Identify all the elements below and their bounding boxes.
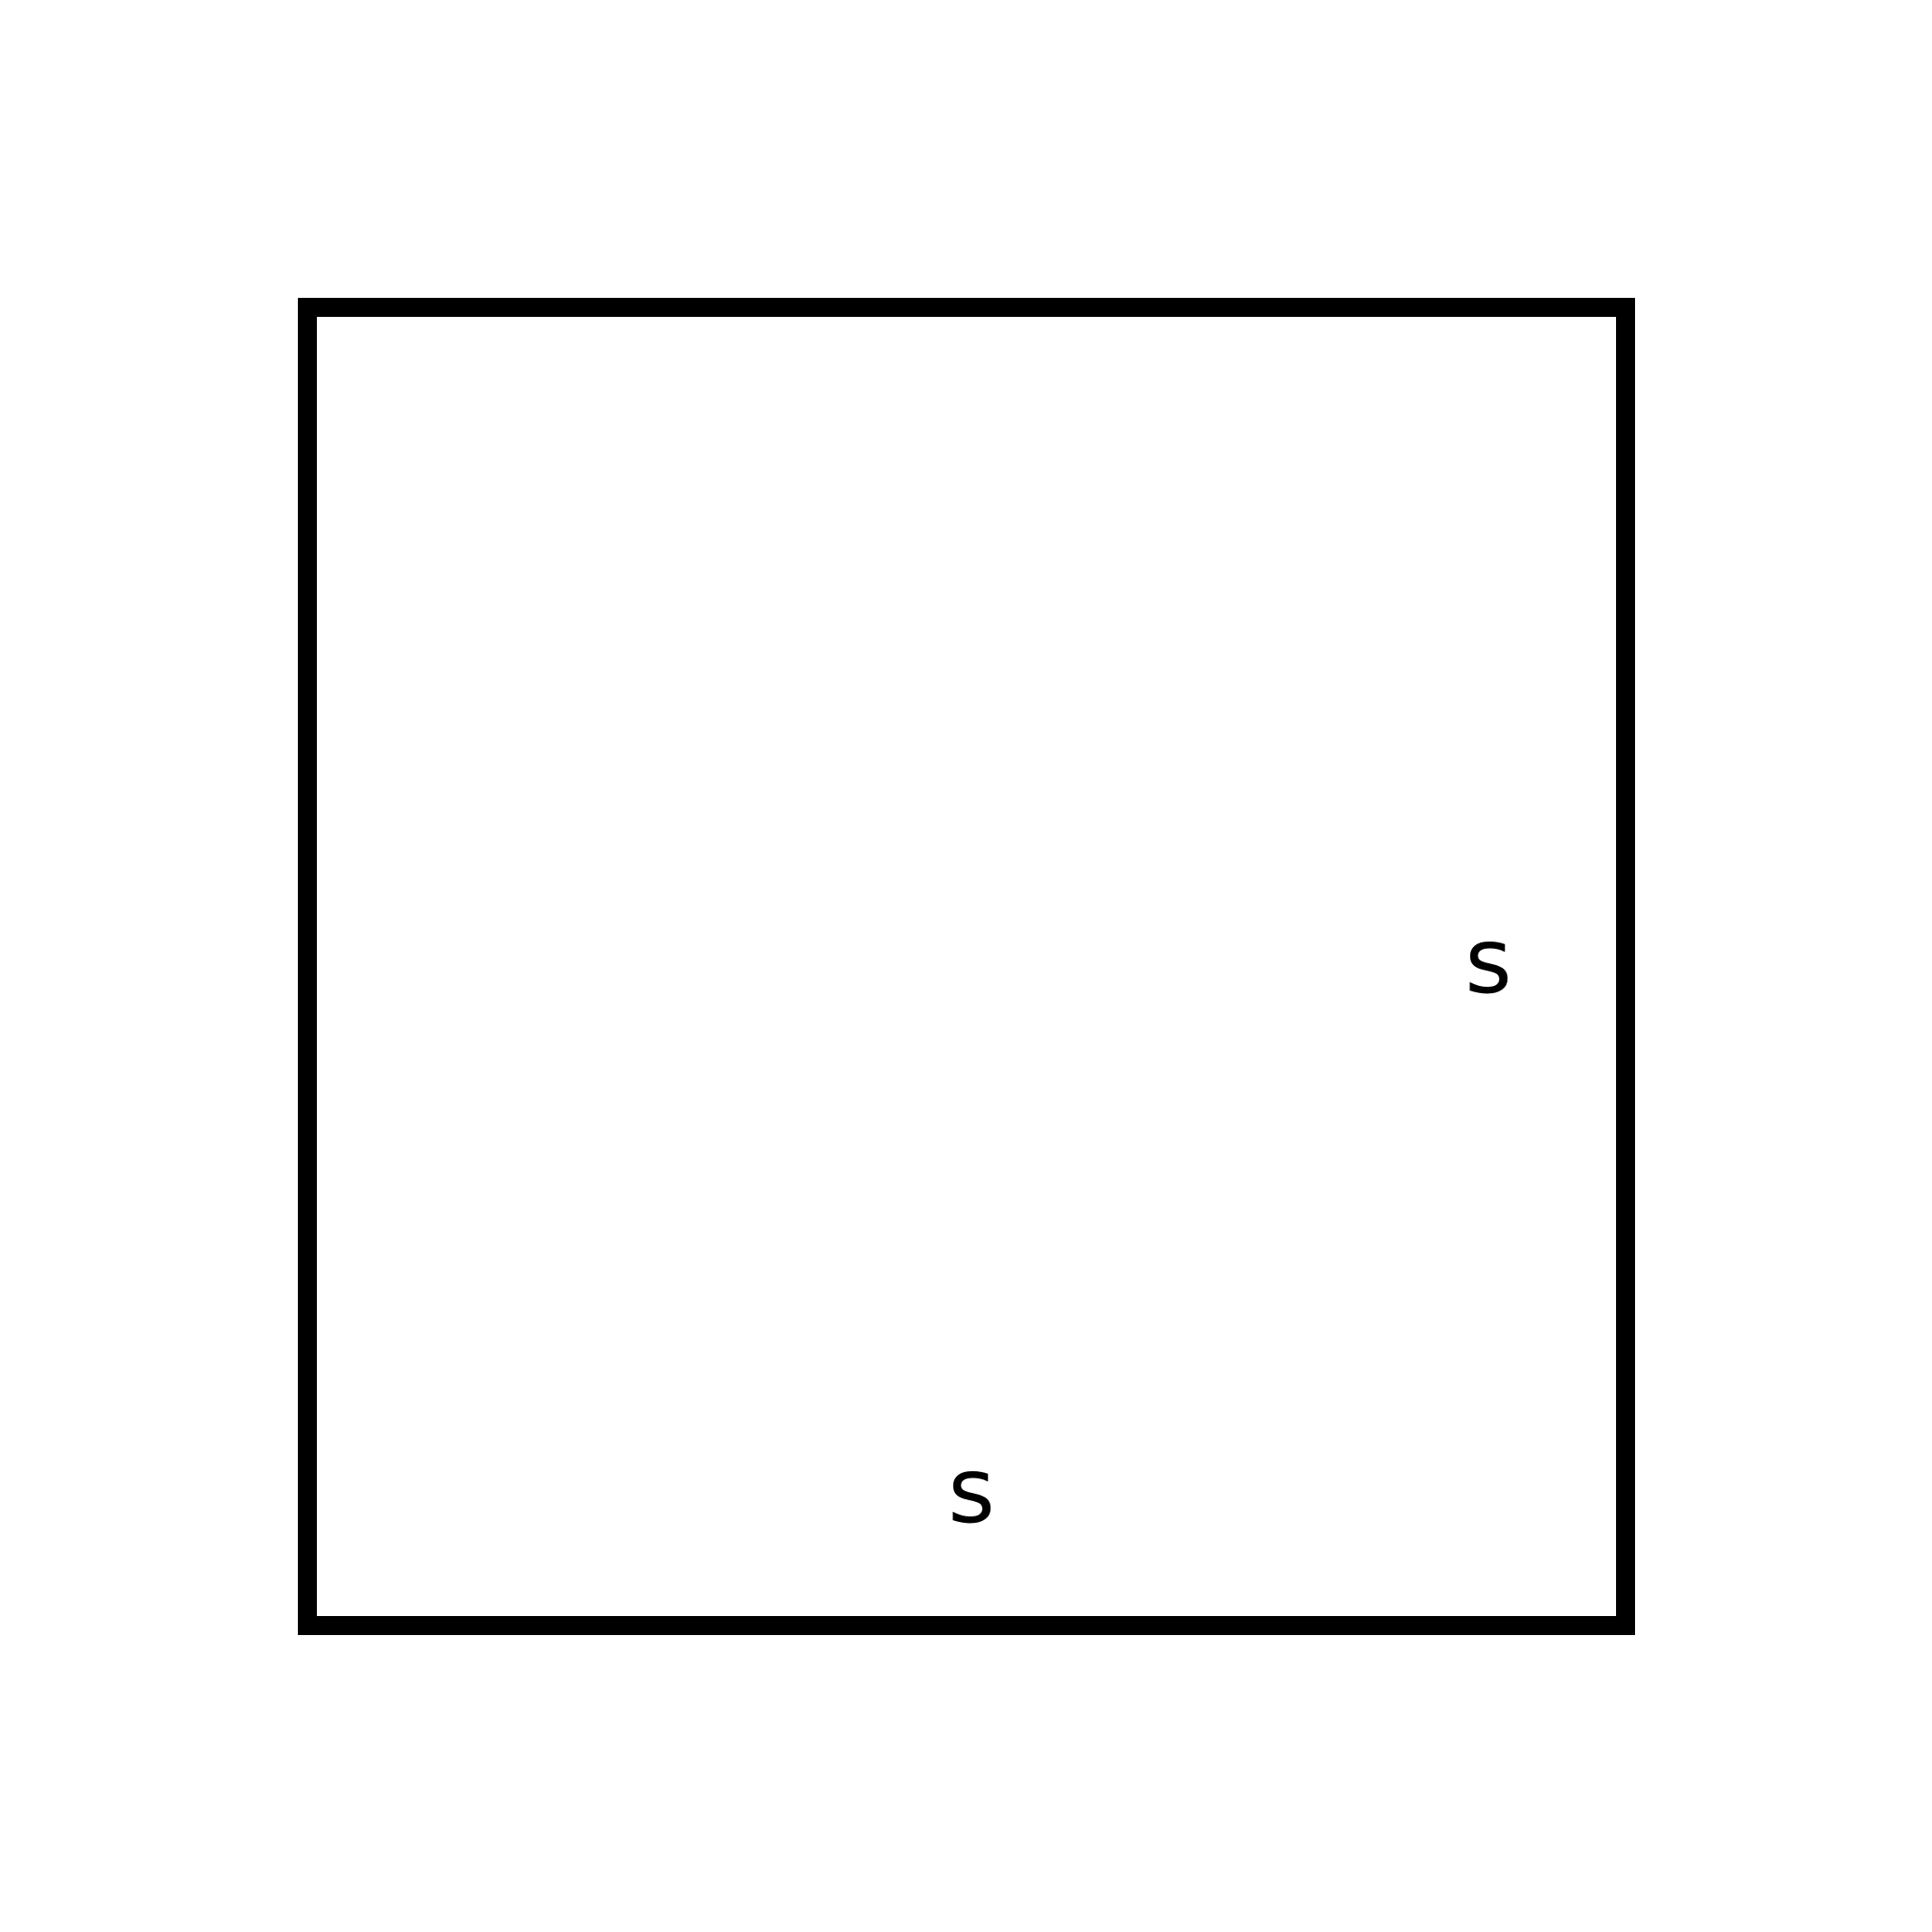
bottom-side-length-label: s bbox=[948, 1438, 996, 1544]
square-outline bbox=[298, 298, 1635, 1635]
right-side-length-label: s bbox=[1465, 908, 1513, 1014]
